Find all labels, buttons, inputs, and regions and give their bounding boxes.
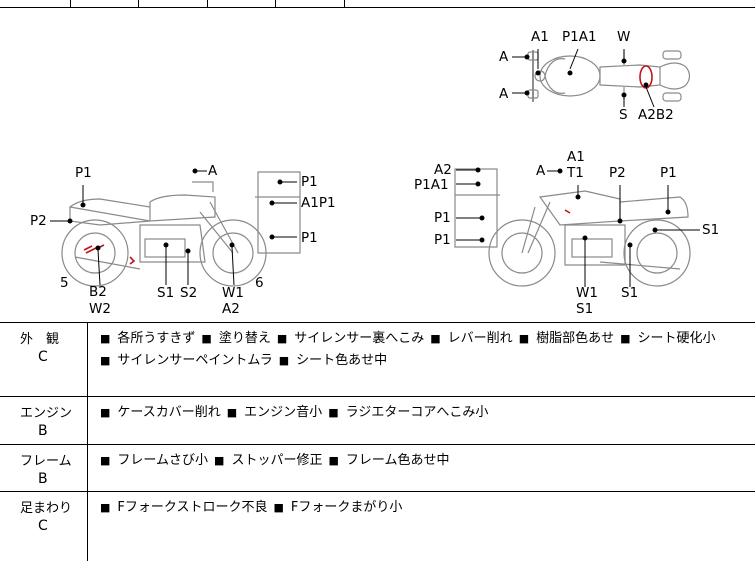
left-label-6: 6 <box>255 275 264 291</box>
right-label-a2: A2 <box>434 162 452 178</box>
right-label-s1-exhaust: S1 <box>621 285 639 301</box>
right-label-p2: P2 <box>609 165 626 181</box>
section-notes: ■ 各所うすきず ■ 塗り替え ■ サイレンサー裏へこみ ■ レバー削れ ■ 樹脂部色あせ ■ シート… <box>100 328 752 372</box>
category-name: フレーム <box>20 454 72 469</box>
note-line: ■ 各所うすきず ■ 塗り替え ■ サイレンサー裏へこみ ■ レバー削れ ■ 樹脂部色あせ ■ シート… <box>100 328 752 350</box>
condition-note: 塗り替え <box>218 331 271 346</box>
condition-note: Fフォークストローク不良 <box>117 500 268 515</box>
bullet-square-icon: ■ <box>273 501 284 514</box>
condition-note: ストッパー修正 <box>231 453 323 468</box>
bullet-square-icon: ■ <box>328 454 339 467</box>
left-label-p1-rear: P1 <box>75 165 92 181</box>
bullet-square-icon: ■ <box>214 454 225 467</box>
section-notes: ■ Fフォークストローク不良 ■ Fフォークまがり小 <box>100 497 752 519</box>
note-line: ■ ケースカバー削れ ■ エンジン音小 ■ ラジエターコアへこみ小 <box>100 402 752 424</box>
leader-lines <box>50 48 700 287</box>
section-notes: ■ フレームさび小 ■ ストッパー修正 ■ フレーム色あせ中 <box>100 450 752 472</box>
right-label-s1-silencer: S1 <box>702 222 720 238</box>
top-view-motorcycle <box>527 50 691 102</box>
category-grade: C <box>38 349 48 365</box>
left-label-b2: B2 <box>89 284 107 300</box>
section-notes: ■ ケースカバー削れ ■ エンジン音小 ■ ラジエターコアへこみ小 <box>100 402 752 424</box>
bullet-square-icon: ■ <box>518 332 530 345</box>
condition-note: シート色あせ中 <box>296 353 388 368</box>
bullet-square-icon: ■ <box>620 332 631 345</box>
condition-note: フレームさび小 <box>117 453 209 468</box>
left-label-s2: S2 <box>180 285 198 301</box>
note-line: ■ フレームさび小 ■ ストッパー修正 ■ フレーム色あせ中 <box>100 450 752 472</box>
bullet-square-icon: ■ <box>430 332 441 345</box>
left-label-a2: A2 <box>222 301 240 317</box>
left-label-p2: P2 <box>30 213 47 229</box>
top-label-a2b2: A2B2 <box>638 107 674 123</box>
condition-note: フレーム色あせ中 <box>345 453 450 468</box>
previous-table-row <box>0 0 755 8</box>
damage-diagram: A1 P1A1 W A A S A2B2 P1 A P1 A1P1 P2 P1 … <box>0 7 755 323</box>
left-label-a1p1: A1P1 <box>301 195 336 211</box>
top-label-s: S <box>619 107 628 123</box>
section-engine: エンジン B ■ ケースカバー削れ ■ エンジン音小 ■ ラジエターコアへこみ小 <box>0 397 755 445</box>
right-label-a1: A1 <box>567 149 585 165</box>
condition-note: Fフォークまがり小 <box>290 500 403 515</box>
bullet-square-icon: ■ <box>100 354 111 367</box>
right-label-p1-cowl: P1 <box>434 210 451 226</box>
condition-note: ラジエターコアへこみ小 <box>345 405 489 420</box>
category-grade: C <box>38 518 48 534</box>
motorcycle-diagram-drawing <box>50 48 700 287</box>
section-exterior: 外 観 C ■ 各所うすきず ■ 塗り替え ■ サイレンサー裏へこみ ■ レバー削れ ■ 樹脂部色… <box>0 323 755 397</box>
right-label-s1-engine: S1 <box>576 301 594 317</box>
left-label-a: A <box>208 163 218 179</box>
condition-note: 樹脂部色あせ <box>536 331 615 346</box>
category-grade: B <box>38 471 48 487</box>
condition-note: シート硬化小 <box>637 331 716 346</box>
right-label-w1: W1 <box>576 285 598 301</box>
condition-note: レバー削れ <box>447 331 513 346</box>
top-label-a-lower: A <box>499 86 509 102</box>
left-label-w2: W2 <box>89 301 111 317</box>
note-line: ■ Fフォークストローク不良 ■ Fフォークまがり小 <box>100 497 752 519</box>
bullet-square-icon: ■ <box>100 332 111 345</box>
category-name: エンジン <box>20 406 73 421</box>
right-label-p1a1: P1A1 <box>414 177 449 193</box>
left-view-motorcycle <box>61 171 301 287</box>
top-label-p1a1: P1A1 <box>562 29 597 45</box>
condition-note: エンジン音小 <box>244 405 323 420</box>
section-frame: フレーム B ■ フレームさび小 ■ ストッパー修正 ■ フレーム色あせ中 <box>0 445 755 492</box>
bullet-square-icon: ■ <box>201 332 212 345</box>
left-label-w1: W1 <box>222 285 244 301</box>
category-grade: B <box>38 423 48 439</box>
condition-note: サイレンサー裏へこみ <box>294 331 425 346</box>
bullet-square-icon: ■ <box>276 332 288 345</box>
left-label-5: 5 <box>60 275 69 291</box>
condition-note: ケースカバー削れ <box>117 405 221 420</box>
top-label-a-upper: A <box>499 49 509 65</box>
note-line: ■ サイレンサーペイントムラ ■ シート色あせ中 <box>100 350 752 372</box>
right-label-a: A <box>536 163 546 179</box>
left-label-s1: S1 <box>157 285 175 301</box>
bullet-square-icon: ■ <box>278 354 290 367</box>
category-cell: 足まわり C <box>0 492 88 561</box>
bullet-square-icon: ■ <box>100 406 111 419</box>
condition-note: 各所うすきず <box>117 331 196 346</box>
category-name: 足まわり <box>20 501 73 516</box>
category-cell: 外 観 C <box>0 323 88 396</box>
left-label-p1-cowl: P1 <box>301 174 318 190</box>
category-cell: エンジン B <box>0 397 88 444</box>
bullet-square-icon: ■ <box>328 406 339 419</box>
right-label-p1-lower: P1 <box>434 232 451 248</box>
section-suspension: 足まわり C ■ Fフォークストローク不良 ■ Fフォークまがり小 <box>0 492 755 561</box>
top-label-w: W <box>617 29 631 45</box>
category-name: 外 観 <box>20 332 60 347</box>
right-label-p1-rear: P1 <box>660 165 677 181</box>
bullet-square-icon: ■ <box>226 406 238 419</box>
bullet-square-icon: ■ <box>100 454 111 467</box>
bullet-square-icon: ■ <box>100 501 111 514</box>
condition-note: サイレンサーペイントムラ <box>117 353 273 368</box>
right-view-motorcycle <box>454 168 691 287</box>
right-label-t1: T1 <box>567 165 584 181</box>
left-label-p1-lower: P1 <box>301 230 318 246</box>
top-label-a1: A1 <box>531 29 549 45</box>
category-cell: フレーム B <box>0 445 88 491</box>
